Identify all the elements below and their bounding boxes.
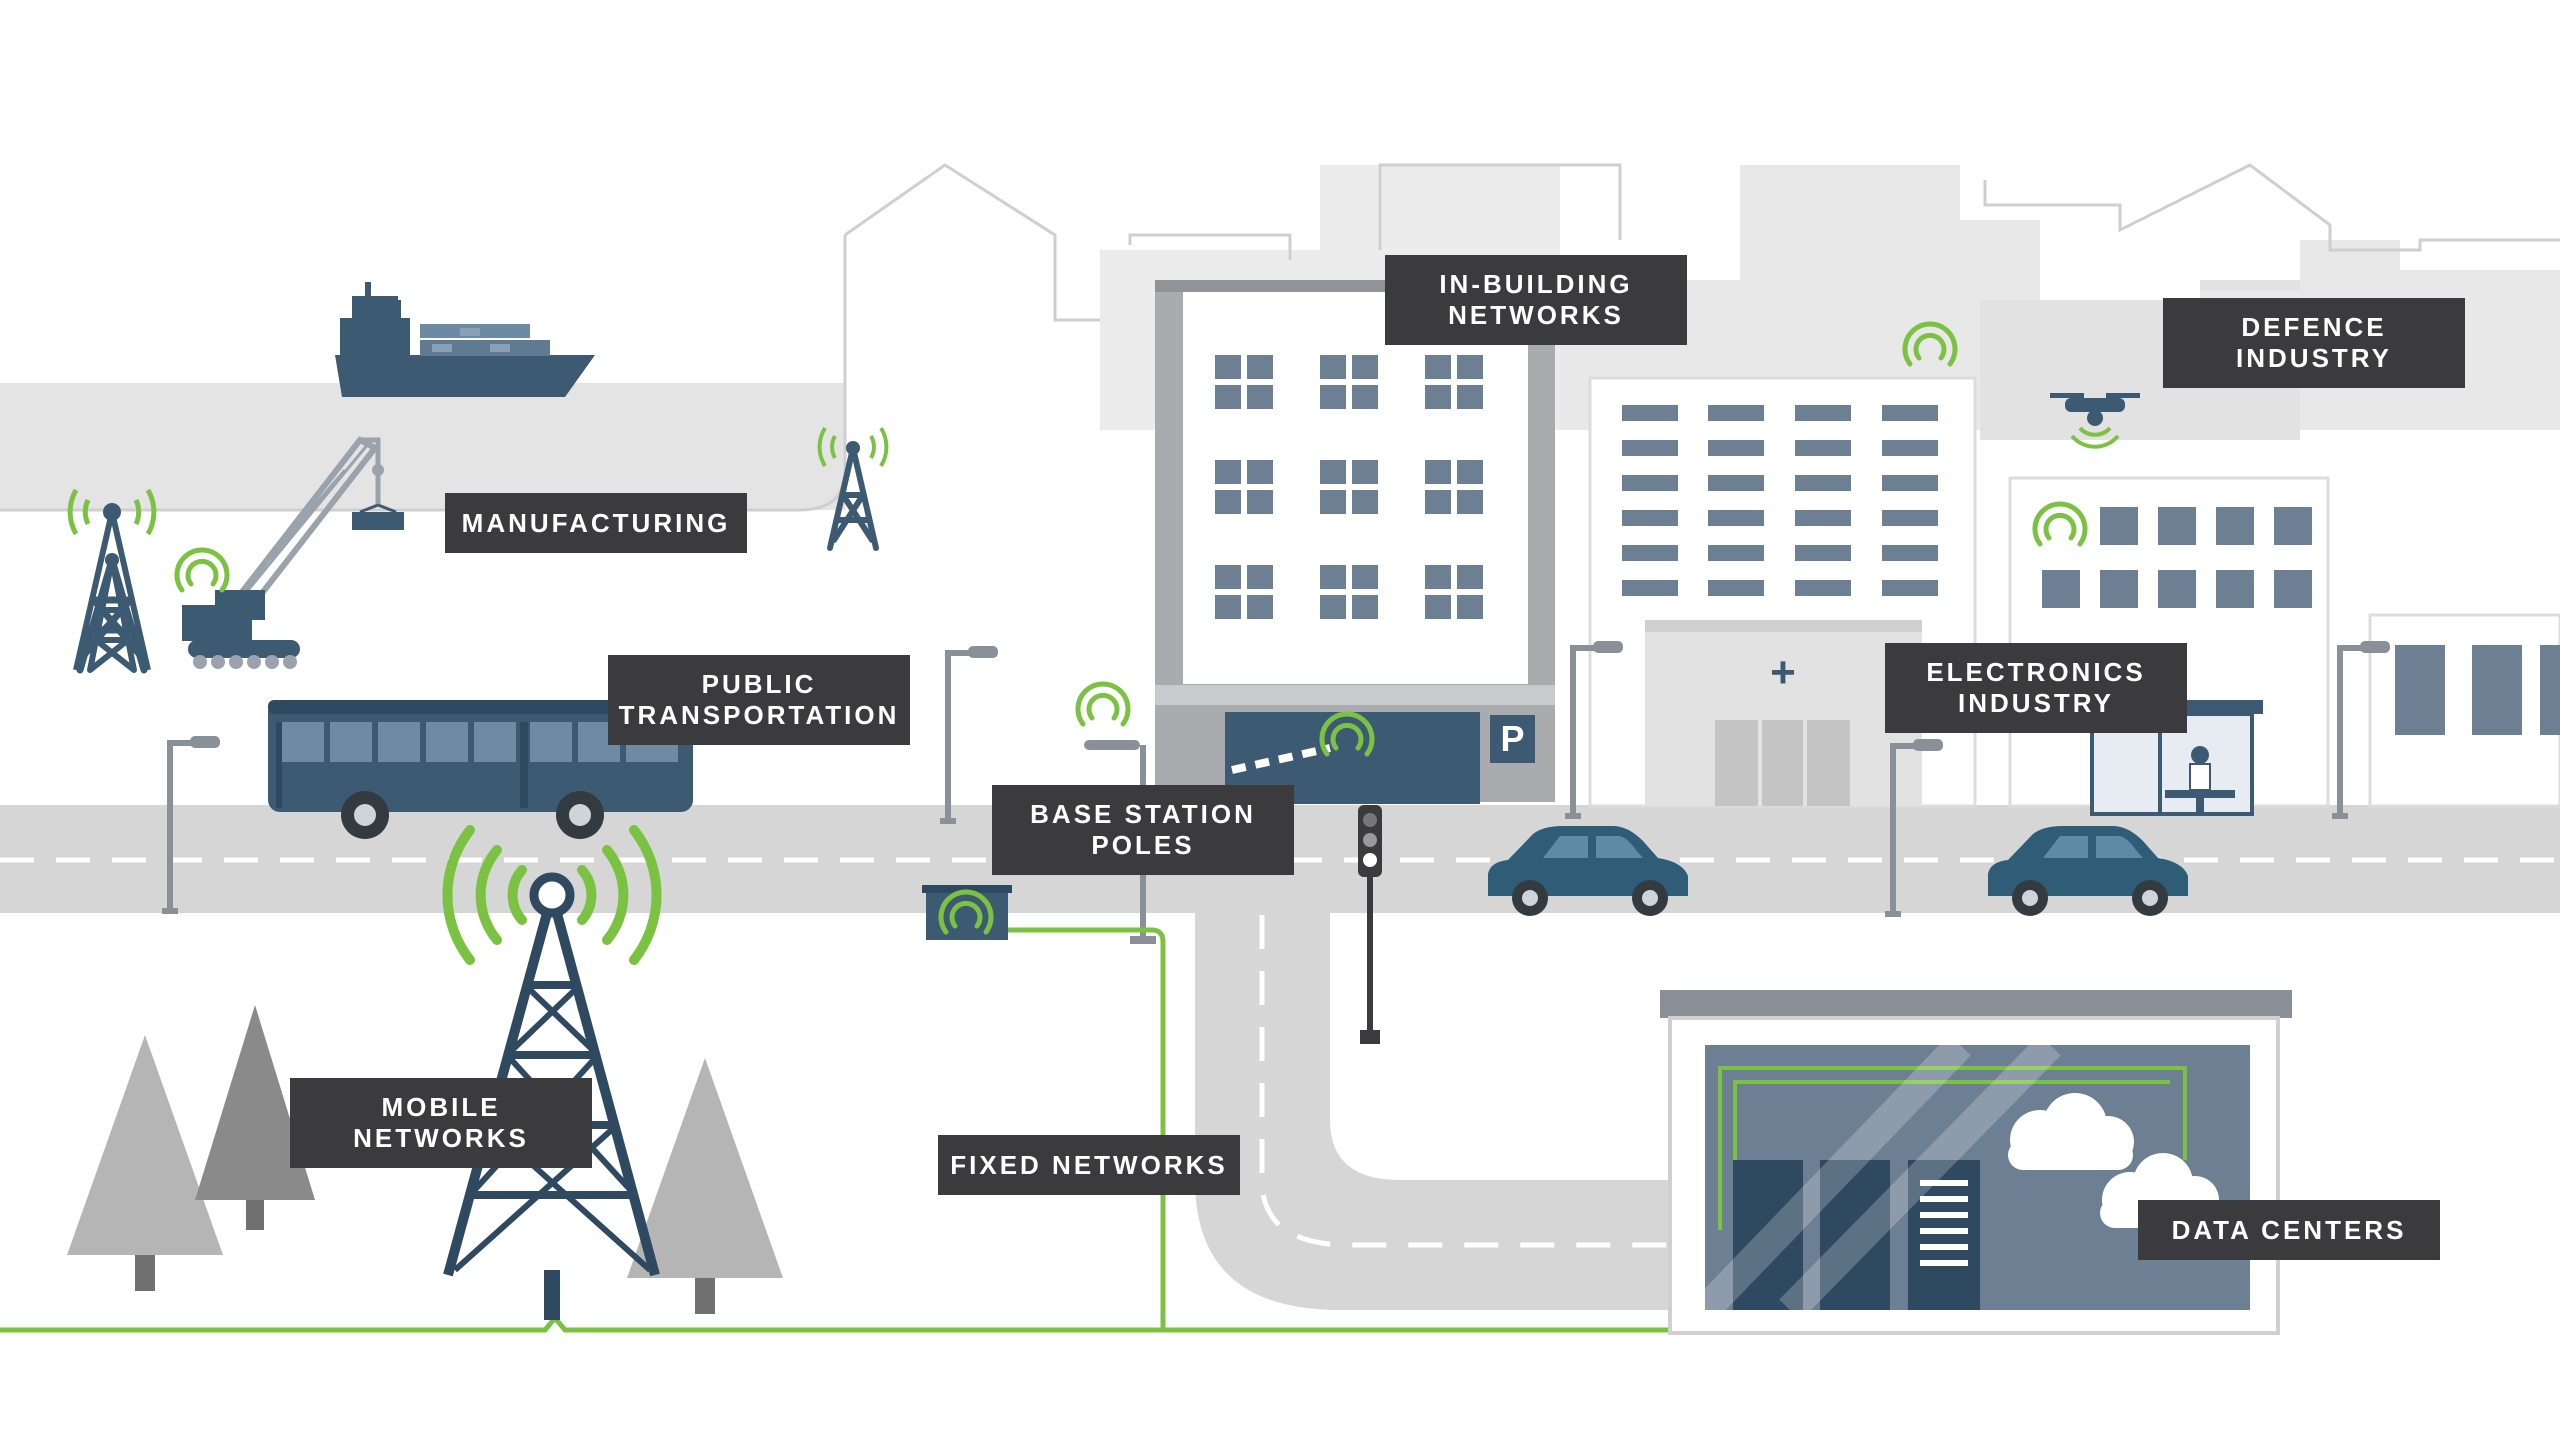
label-line: NETWORKS [353, 1123, 529, 1153]
label-mobile-networks: MOBILE NETWORKS [290, 1078, 592, 1168]
label-line: PUBLIC [701, 669, 817, 699]
label-line: DEFENCE [2241, 312, 2387, 342]
side-road [1195, 905, 1675, 1310]
crane [182, 436, 404, 669]
radio-tower-icon [67, 488, 157, 674]
bus [268, 700, 693, 839]
hospital-building [1588, 376, 1977, 808]
label-defence-industry: DEFENCE INDUSTRY [2163, 298, 2465, 388]
traffic-light [1358, 805, 1382, 1044]
cloud-icon [2008, 1093, 2134, 1170]
label-line: INDUSTRY [1958, 688, 2114, 718]
label-electronics-industry: ELECTRONICS INDUSTRY [1885, 643, 2187, 733]
label-base-station-poles: BASE STATION POLES [992, 785, 1294, 875]
drone-icon [2050, 393, 2140, 449]
tree [67, 1035, 223, 1291]
label-line: POLES [1091, 830, 1195, 860]
label-line: IN-BUILDING [1439, 269, 1633, 299]
hospital-cross-icon: + [1770, 648, 1796, 697]
cell-tower [442, 825, 662, 1320]
street-lamp [940, 646, 998, 824]
tree [195, 1005, 315, 1230]
label-line: DATA CENTERS [2171, 1214, 2407, 1245]
signal-waves-icon [1078, 684, 1128, 724]
label-fixed-networks: FIXED NETWORKS [938, 1135, 1240, 1195]
data-center-building [1660, 990, 2292, 1335]
label-line: ELECTRONICS [1926, 657, 2146, 687]
label-manufacturing: MANUFACTURING [445, 493, 747, 553]
label-line: NETWORKS [1448, 300, 1624, 330]
label-line: TRANSPORTATION [618, 700, 900, 730]
container-ship [335, 282, 595, 397]
label-line: MANUFACTURING [461, 507, 731, 538]
radio-tower-icon [817, 426, 889, 551]
sea-area [0, 383, 845, 510]
label-line: FIXED NETWORKS [950, 1149, 1228, 1180]
label-data-centers: DATA CENTERS [2138, 1200, 2440, 1260]
parking-icon: P [1500, 718, 1525, 759]
label-in-building-networks: IN-BUILDING NETWORKS [1385, 255, 1687, 345]
fiber-lines [0, 927, 1678, 1333]
label-line: INDUSTRY [2236, 343, 2392, 373]
signal-waves-icon [177, 550, 227, 590]
label-line: BASE STATION [1030, 799, 1256, 829]
label-public-transportation: PUBLIC TRANSPORTATION [608, 655, 910, 745]
label-line: MOBILE [381, 1092, 501, 1122]
